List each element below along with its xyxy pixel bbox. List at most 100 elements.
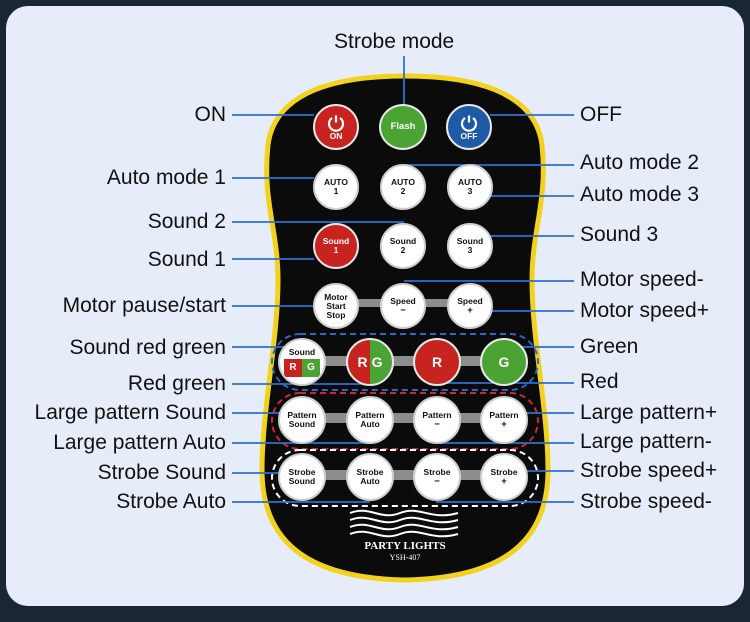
auto-number: 2 — [400, 186, 406, 196]
flash-button[interactable]: Flash — [379, 104, 427, 150]
auto-label: AUTO — [324, 177, 348, 187]
label-motor-speed-minus: Motor speed- — [580, 268, 704, 291]
pattern-sound-button[interactable]: Pattern Sound — [278, 396, 326, 444]
label-off: OFF — [580, 103, 622, 126]
plus-symbol: + — [501, 475, 507, 487]
label-large-pattern-sound: Large pattern Sound — [34, 401, 226, 424]
motor-label-2: Start — [326, 300, 346, 311]
pattern-sub-label: Auto — [360, 419, 380, 429]
sound-1-button[interactable]: Sound 1 — [313, 223, 359, 269]
strobe-sub-label: Sound — [288, 476, 316, 486]
auto-2-button[interactable]: AUTO 2 — [380, 164, 426, 210]
strobe-label: Strobe — [356, 467, 384, 477]
row-bar-pattern — [300, 413, 510, 423]
sound-label: Sound — [322, 236, 350, 246]
label-large-pattern-plus: Large pattern+ — [580, 401, 718, 424]
minus-symbol: − — [434, 418, 440, 430]
strobe-sub-label: Auto — [360, 476, 380, 486]
strobe-minus-button[interactable]: Strobe − — [413, 453, 461, 501]
g-letter: G — [498, 354, 510, 370]
strobe-label: Strobe — [288, 467, 316, 477]
green-button[interactable]: G — [480, 338, 528, 386]
minus-symbol: − — [400, 304, 406, 316]
auto-3-button[interactable]: AUTO 3 — [447, 164, 493, 210]
label-sound-2: Sound 2 — [147, 210, 226, 233]
auto-1-button[interactable]: AUTO 1 — [313, 164, 359, 210]
g-letter: G — [371, 354, 383, 370]
strobe-auto-button[interactable]: Strobe Auto — [346, 453, 394, 501]
red-green-button[interactable]: R G — [346, 338, 394, 386]
label-red-green: Red green — [127, 372, 226, 395]
motor-label-3: Stop — [326, 309, 346, 320]
label-motor-pause-start: Motor pause/start — [62, 294, 226, 317]
strobe-plus-button[interactable]: Strobe + — [480, 453, 528, 501]
sound-number: 2 — [400, 245, 406, 255]
label-strobe-speed-minus: Strobe speed- — [580, 490, 712, 513]
label-red: Red — [580, 370, 619, 393]
label-strobe-auto: Strobe Auto — [116, 490, 226, 513]
motor-speed-plus-button[interactable]: Speed + — [447, 283, 493, 329]
auto-label: AUTO — [391, 177, 415, 187]
strobe-label: Strobe — [490, 466, 518, 477]
label-sound-1: Sound 1 — [147, 248, 226, 271]
speed-label: Speed — [457, 295, 483, 306]
label-motor-speed-plus: Motor speed+ — [580, 299, 709, 322]
strobe-label: Strobe — [423, 466, 451, 477]
pattern-minus-button[interactable]: Pattern − — [413, 396, 461, 444]
on-button-label: ON — [329, 130, 343, 141]
label-large-pattern-auto: Large pattern Auto — [53, 431, 226, 454]
row-bar-color — [300, 356, 510, 366]
minus-symbol: − — [434, 475, 440, 487]
sound-number: 3 — [467, 245, 473, 255]
power-icon — [327, 115, 345, 132]
strobe-sound-button[interactable]: Strobe Sound — [278, 453, 326, 501]
label-strobe-sound: Strobe Sound — [97, 461, 226, 484]
g-letter: G — [302, 359, 320, 377]
pattern-label: Pattern — [422, 409, 452, 420]
label-auto-mode-1: Auto mode 1 — [106, 166, 226, 189]
label-auto-mode-3: Auto mode 3 — [580, 183, 700, 206]
color-group-outline — [271, 333, 539, 391]
auto-number: 3 — [467, 186, 473, 196]
strobe-group-outline — [271, 449, 539, 507]
label-large-pattern-minus: Large pattern- — [580, 430, 712, 453]
sound-label: Sound — [456, 236, 484, 246]
sound-wave-logo — [349, 509, 459, 538]
sound-number: 1 — [333, 245, 339, 255]
power-icon — [460, 115, 478, 132]
r-letter: R — [284, 359, 302, 377]
pattern-label: Pattern — [287, 410, 317, 420]
pattern-plus-button[interactable]: Pattern + — [480, 396, 528, 444]
sound-label: Sound — [288, 347, 316, 357]
label-green: Green — [580, 335, 639, 358]
label-on: ON — [194, 103, 227, 126]
on-button[interactable]: ON — [313, 104, 359, 150]
auto-number: 1 — [333, 186, 339, 196]
motor-start-stop-button[interactable]: Motor Start Stop — [313, 283, 359, 329]
auto-label: AUTO — [458, 177, 482, 187]
pattern-sub-label: Sound — [288, 419, 316, 429]
r-letter: R — [431, 354, 443, 370]
pattern-label: Pattern — [355, 410, 385, 420]
motor-speed-minus-button[interactable]: Speed − — [380, 283, 426, 329]
brand-model: YSH-407 — [389, 553, 421, 562]
sound-label: Sound — [389, 236, 417, 246]
pattern-label: Pattern — [489, 409, 519, 420]
label-sound-3: Sound 3 — [580, 223, 659, 246]
row-bar-strobe — [300, 470, 510, 480]
rg-swatch: R G — [284, 359, 320, 377]
sound-3-button[interactable]: Sound 3 — [447, 223, 493, 269]
label-auto-mode-2: Auto mode 2 — [580, 151, 700, 174]
plus-symbol: + — [467, 304, 473, 316]
pattern-auto-button[interactable]: Pattern Auto — [346, 396, 394, 444]
sound-red-green-button[interactable]: Sound R G — [278, 338, 326, 386]
speed-label: Speed — [390, 295, 416, 306]
sound-2-button[interactable]: Sound 2 — [380, 223, 426, 269]
off-button-label: OFF — [460, 130, 478, 141]
motor-label-1: Motor — [324, 291, 348, 302]
label-strobe-mode: Strobe mode — [334, 30, 455, 53]
label-sound-red-green: Sound red green — [69, 336, 226, 359]
red-button[interactable]: R — [413, 338, 461, 386]
off-button[interactable]: OFF — [446, 104, 492, 150]
